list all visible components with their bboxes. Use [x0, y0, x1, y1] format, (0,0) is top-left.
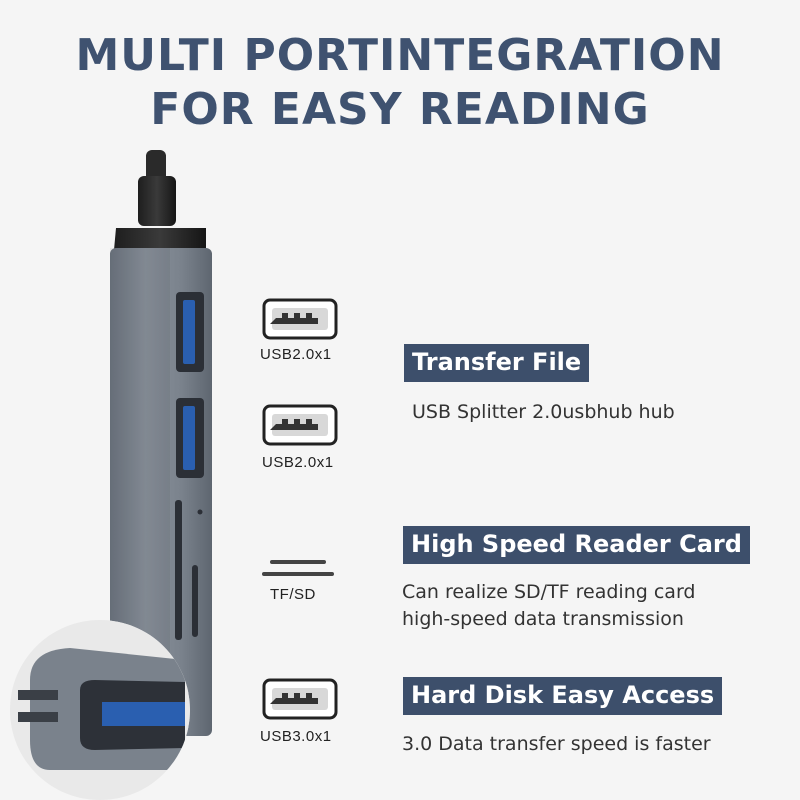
- port-label-usb2-2: USB2.0x1: [262, 454, 334, 471]
- port-label-usb3: USB3.0x1: [260, 728, 332, 745]
- feature-desc-reader-card-line-2: high-speed data transmission: [402, 608, 684, 630]
- port-label-usb2-1: USB2.0x1: [260, 346, 332, 363]
- feature-desc-reader-card-line-1: Can realize SD/TF reading card: [402, 581, 696, 603]
- card-slot-icon: [262, 560, 334, 576]
- usb-a-icon: [262, 678, 338, 720]
- feature-title-transfer-file: Transfer File: [404, 344, 590, 382]
- headline-line-1: MULTI PORTINTEGRATION: [75, 30, 725, 81]
- usb-port-closeup-image: [10, 620, 190, 800]
- feature-title-hard-disk: Hard Disk Easy Access: [403, 677, 723, 715]
- feature-title-reader-card: High Speed Reader Card: [403, 526, 750, 564]
- usb-a-icon: [262, 404, 338, 446]
- headline-line-2: FOR EASY READING: [150, 84, 650, 135]
- feature-desc-hard-disk: 3.0 Data transfer speed is faster: [402, 733, 711, 755]
- feature-desc-transfer-file: USB Splitter 2.0usbhub hub: [412, 401, 675, 423]
- port-label-tf-sd: TF/SD: [270, 586, 316, 603]
- port-zoom-inset: [10, 620, 190, 800]
- usb-a-icon: [262, 298, 338, 340]
